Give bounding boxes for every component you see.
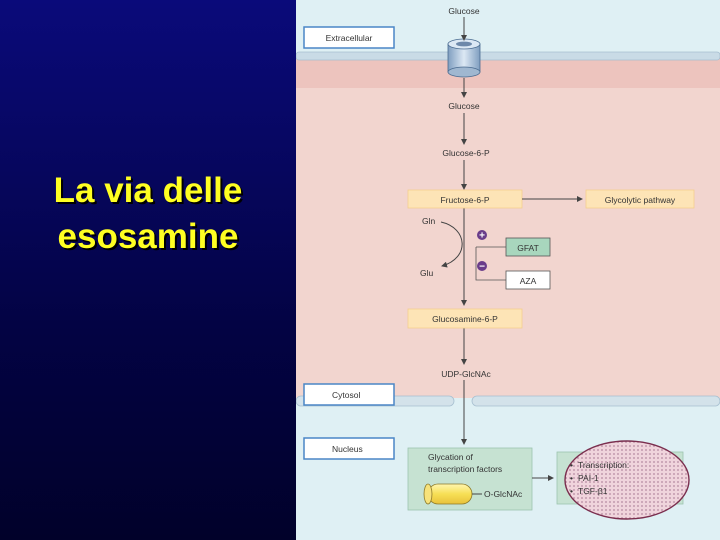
glycation-line1: Glycation of	[428, 452, 474, 462]
gfat-label: GFAT	[517, 243, 539, 253]
udp-glcnac-label: UDP-GlcNAc	[441, 369, 491, 379]
hexosamine-pathway-diagram: Extracellular Cytosol Nucleus Glucose Gl…	[296, 0, 720, 540]
aza-label: AZA	[520, 276, 537, 286]
slide-title: La via delle esosamine	[53, 171, 243, 256]
glucosamine-6-p-box	[407, 308, 523, 329]
gln-label: Gln	[422, 216, 436, 226]
fructose-6-p-label: Fructose-6-P	[440, 195, 489, 205]
glucose-transporter-icon	[447, 38, 481, 78]
glu-label: Glu	[420, 268, 434, 278]
cell-membrane	[296, 51, 720, 61]
svg-text:−: −	[479, 262, 485, 273]
nucleus-label-box	[303, 437, 395, 460]
target-bullet-2: •	[570, 473, 573, 483]
glycation-line2: transcription factors	[428, 464, 502, 474]
pathway-svg: Extracellular Cytosol Nucleus Glucose Gl…	[296, 6, 720, 520]
nuclear-envelope-right	[471, 395, 720, 407]
plus-icon: +	[477, 230, 487, 242]
cytosol-label-box	[303, 383, 395, 406]
gfat-box	[505, 237, 551, 257]
aza-box	[505, 270, 551, 290]
nucleus-label: Nucleus	[332, 444, 363, 454]
gln-glu-arrow	[440, 221, 463, 268]
glycolytic-pathway-label: Glycolytic pathway	[605, 195, 676, 205]
target-item-1: Transcription:	[578, 460, 629, 470]
target-bullet-1: •	[570, 460, 573, 470]
targets-list: • Transcription: • PAI-1 • TGF-β1	[570, 460, 629, 496]
target-bullet-3: •	[570, 486, 573, 496]
o-glcnac-label: O-GlcNAc	[484, 489, 523, 499]
targets-highlight-ellipse	[564, 440, 690, 520]
glycolytic-pathway-box	[585, 189, 695, 209]
target-item-3: TGF-β1	[578, 486, 608, 496]
extracellular-label: Extracellular	[326, 33, 373, 43]
title-panel: La via delle esosamine	[0, 0, 296, 540]
svg-text:+: +	[479, 231, 485, 242]
target-item-2: PAI-1	[578, 473, 599, 483]
cytosol-region	[296, 58, 720, 398]
glucose-6-p-label: Glucose-6-P	[442, 148, 490, 158]
glucose-extracellular-label: Glucose	[448, 6, 479, 16]
transcription-factor-icon	[423, 483, 473, 505]
extracellular-label-box	[303, 26, 395, 49]
cytosol-label: Cytosol	[332, 390, 360, 400]
minus-icon: −	[477, 261, 487, 273]
glucose-cytosol-label: Glucose	[448, 101, 479, 111]
glucosamine-6-p-label: Glucosamine-6-P	[432, 314, 498, 324]
